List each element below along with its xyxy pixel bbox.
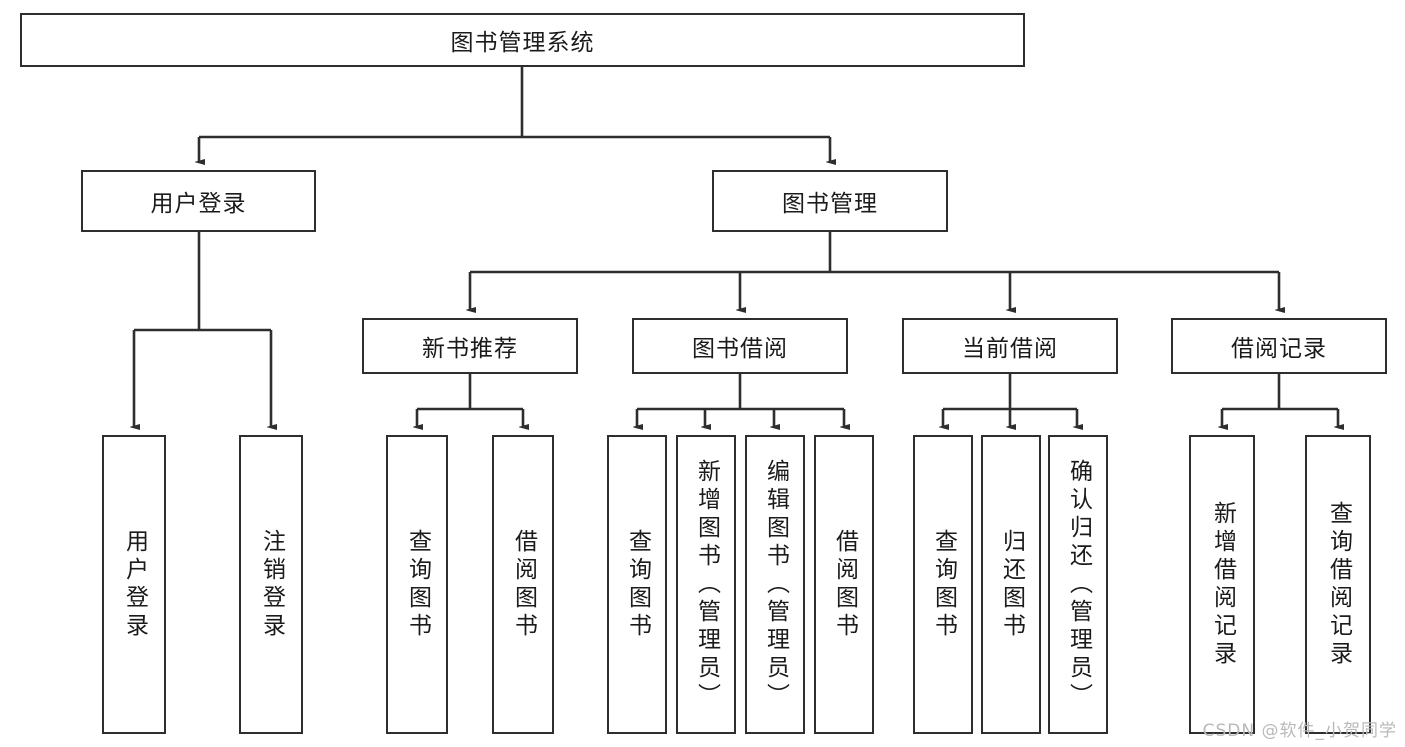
node-current-borrow-label: 当前借阅	[962, 336, 1058, 362]
node-leaf-add-record[interactable]: 新增借阅记录	[1189, 435, 1255, 734]
node-root[interactable]: 图书管理系统	[20, 13, 1025, 67]
node-leaf-borrow-book-2[interactable]: 借阅图书	[814, 435, 874, 734]
node-leaf-return-book-label: 归还图书	[998, 528, 1025, 641]
node-root-label: 图书管理系统	[450, 30, 595, 56]
node-leaf-query-book-3[interactable]: 查询图书	[913, 435, 973, 734]
node-leaf-borrow-book-2-label: 借阅图书	[831, 528, 858, 641]
node-user-login-label: 用户登录	[150, 191, 247, 217]
node-leaf-borrow-book-1[interactable]: 借阅图书	[492, 435, 554, 734]
node-book-manage-label: 图书管理	[782, 191, 878, 217]
node-leaf-confirm-return-label: 确认归还（管理员）	[1065, 458, 1092, 711]
node-book-manage[interactable]: 图书管理	[712, 170, 948, 232]
node-new-book-rec[interactable]: 新书推荐	[362, 318, 578, 374]
node-leaf-edit-book[interactable]: 编辑图书（管理员）	[745, 435, 805, 734]
node-book-borrow-label: 图书借阅	[692, 336, 788, 362]
node-leaf-query-book-1[interactable]: 查询图书	[386, 435, 448, 734]
node-leaf-query-record-label: 查询借阅记录	[1325, 500, 1352, 669]
node-borrow-record[interactable]: 借阅记录	[1171, 318, 1387, 374]
node-leaf-user-login[interactable]: 用户登录	[102, 435, 166, 734]
node-borrow-record-label: 借阅记录	[1231, 336, 1327, 362]
node-leaf-add-record-label: 新增借阅记录	[1209, 500, 1236, 669]
node-leaf-add-book[interactable]: 新增图书（管理员）	[676, 435, 736, 734]
node-leaf-borrow-book-1-label: 借阅图书	[510, 528, 537, 641]
node-leaf-logout-label: 注销登录	[258, 528, 285, 641]
node-user-login[interactable]: 用户登录	[81, 170, 316, 232]
node-leaf-query-record[interactable]: 查询借阅记录	[1305, 435, 1371, 734]
node-new-book-rec-label: 新书推荐	[422, 336, 518, 362]
node-leaf-query-book-2-label: 查询图书	[624, 528, 651, 641]
node-leaf-confirm-return[interactable]: 确认归还（管理员）	[1048, 435, 1108, 734]
node-leaf-logout[interactable]: 注销登录	[239, 435, 303, 734]
node-leaf-edit-book-label: 编辑图书（管理员）	[762, 458, 789, 711]
node-leaf-query-book-3-label: 查询图书	[930, 528, 957, 641]
node-leaf-query-book-2[interactable]: 查询图书	[607, 435, 667, 734]
node-leaf-query-book-1-label: 查询图书	[404, 528, 431, 641]
node-leaf-return-book[interactable]: 归还图书	[981, 435, 1041, 734]
node-leaf-user-login-label: 用户登录	[121, 528, 148, 641]
node-current-borrow[interactable]: 当前借阅	[902, 318, 1118, 374]
node-book-borrow[interactable]: 图书借阅	[632, 318, 848, 374]
node-leaf-add-book-label: 新增图书（管理员）	[693, 458, 720, 711]
